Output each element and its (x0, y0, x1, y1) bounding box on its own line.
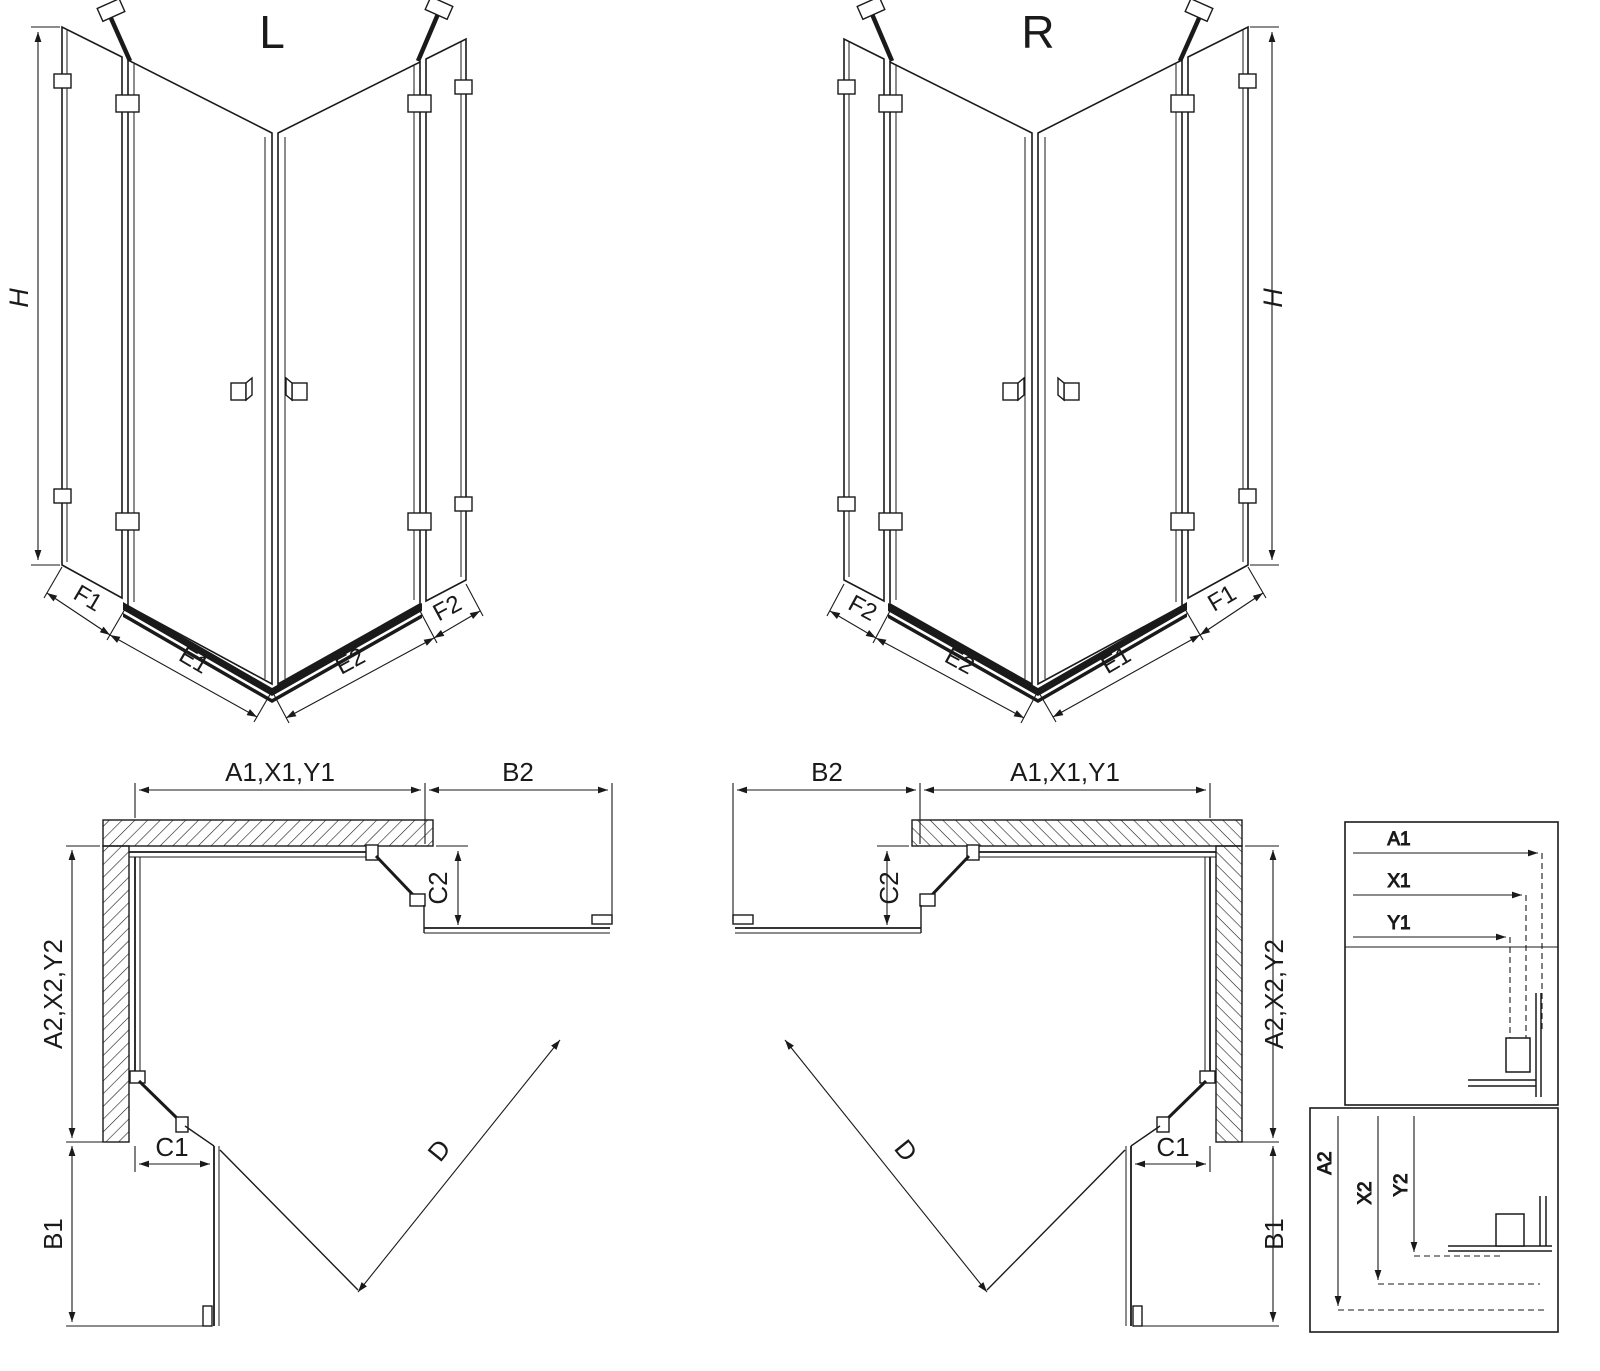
iso-left-view: L H F1 E1 E2 F2 (4, 0, 483, 723)
plan-width-dim-label-l: A1,X1,Y1 (225, 757, 335, 787)
plan-return-bottom-dim-label-l: C1 (155, 1132, 188, 1162)
plan-left-geometry (66, 783, 612, 1326)
plan-door-top-dim-label-r: B2 (811, 757, 843, 787)
detail-y1-label: Y1 (1387, 913, 1410, 934)
detail-a1x1y1: A1 X1 Y1 (1344, 821, 1559, 1106)
iso-right-view: R H F2 E2 E1 F1 (827, 0, 1288, 723)
plan-diagonal-dim-label-r: D (888, 1134, 923, 1167)
plan-left-view: A1,X1,Y1 B2 C2 A2,X2,Y2 C1 B1 D (38, 757, 612, 1326)
detail-bottom-profile-section (1448, 1196, 1552, 1252)
detail-x2-label: X2 (1355, 1181, 1376, 1204)
plan-door-bottom-dim-label-l: B1 (38, 1218, 68, 1250)
detail-y2-label: Y2 (1391, 1173, 1412, 1196)
detail-a1-label: A1 (1387, 829, 1410, 850)
height-dim-label-right: H (1258, 288, 1288, 308)
detail-x1-label: X1 (1387, 871, 1410, 892)
plan-door-bottom-dim-label-r: B1 (1259, 1218, 1289, 1250)
fixed-left-dim-label-r: F2 (844, 590, 881, 627)
plan-right-geometry (733, 783, 1279, 1326)
iso-left-geometry (31, 0, 483, 723)
iso-right-geometry (827, 0, 1279, 723)
detail-bottom-frame (1309, 1107, 1559, 1333)
detail-top-profile-section (1468, 993, 1542, 1097)
fixed-right-dim-label-l: F2 (429, 590, 466, 627)
plan-diagonal-dim-label-l: D (421, 1134, 456, 1167)
detail-a2-label: A2 (1315, 1151, 1336, 1174)
plan-return-top-dim-label-l: C2 (423, 871, 453, 904)
detail-bottom-dim-arrows (1334, 1116, 1548, 1311)
plan-return-bottom-dim-label-r: C1 (1156, 1132, 1189, 1162)
plan-width-dim-label-r: A1,X1,Y1 (1010, 757, 1120, 787)
plan-depth-dim-label-l: A2,X2,Y2 (38, 939, 68, 1049)
plan-right-view: B2 A1,X1,Y1 C2 A2,X2,Y2 C1 B1 D (733, 757, 1289, 1326)
detail-top-frame (1344, 821, 1559, 1106)
view-title-right: R (1021, 6, 1054, 58)
detail-top-dim-arrows (1353, 849, 1543, 1048)
view-title-left: L (259, 6, 285, 58)
height-dim-label-left: H (4, 288, 34, 308)
plan-depth-dim-label-r: A2,X2,Y2 (1259, 939, 1289, 1049)
plan-return-top-dim-label-r: C2 (874, 871, 904, 904)
detail-a2x2y2: A2 X2 Y2 (1309, 1107, 1559, 1333)
plan-door-top-dim-label-l: B2 (502, 757, 534, 787)
